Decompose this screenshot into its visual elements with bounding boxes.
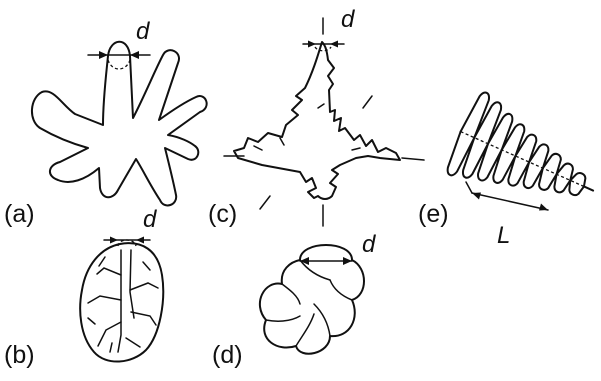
panel-c-tip-dashed-arc [315,47,331,51]
panel-d-dimension-label: d [362,231,376,258]
panel-b: d (b) [4,206,163,369]
panel-b-arrowhead-left [110,237,118,244]
panel-a-arrowhead-left [99,51,108,59]
panel-c-dimension-label: d [341,6,355,33]
panel-d-arrowhead-right [343,257,352,265]
panel-a: d (a) [4,18,207,228]
panel-b-dimension-label: d [143,206,157,233]
panel-e-label: (e) [418,200,449,228]
panel-b-arrowhead-right [136,237,144,244]
panel-d-label: (d) [212,341,243,369]
panel-c-label: (c) [208,200,237,228]
panel-e-lower-fingers [443,132,584,227]
panel-e-dendrite [443,90,601,231]
panel-c: d (c) [208,6,424,228]
panel-a-dimension-label: d [136,18,150,45]
panel-d-lobe-seams [266,260,352,346]
panel-c-arrowhead-right [330,41,338,48]
panel-c-arrowhead-left [308,41,316,48]
panel-a-label: (a) [4,200,35,228]
panel-a-arrowhead-right [130,51,139,59]
panel-e-dimension-line [472,193,548,210]
panel-a-tip-dashed-arc [108,60,130,69]
panel-b-cracks [88,250,158,352]
panel-e: L (e) [418,90,601,249]
panel-b-label: (b) [4,341,35,369]
panel-d-arrowhead-left [300,257,309,265]
panel-e-dimension-label: L [497,222,510,249]
panel-a-fingered-outline [32,42,207,206]
panel-d: d (d) [212,231,376,369]
panel-e-arrowhead-upper [472,193,481,200]
panel-e-upper-fingers [461,90,601,191]
panel-e-arrowhead-lower [539,204,548,211]
panel-c-axis-lines [224,18,424,226]
panel-c-arm-frills [254,104,360,150]
panel-e-central-stem [461,132,593,191]
panel-e-extension-line-left [466,182,472,193]
panel-c-dendrite-outline [234,42,400,199]
